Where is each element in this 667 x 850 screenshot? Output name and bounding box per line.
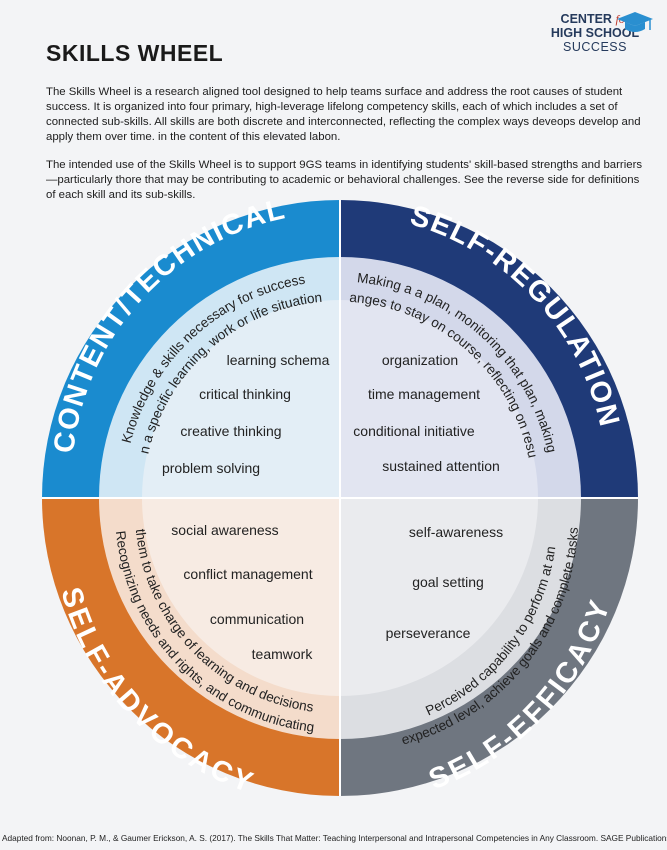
self-efficacy-inner xyxy=(340,498,538,696)
skill-problem-solving: problem solving xyxy=(162,460,260,476)
skill-social-awareness: social awareness xyxy=(171,522,278,538)
skill-organization: organization xyxy=(382,352,458,368)
logo-center: CENTER xyxy=(560,12,612,26)
skill-self-awareness: self-awareness xyxy=(409,524,503,540)
skill-communication: communication xyxy=(210,611,304,627)
graduation-cap-icon xyxy=(617,12,653,32)
skill-conflict-management: conflict management xyxy=(183,566,312,582)
logo-line-2: HIGH SCHOOL xyxy=(550,26,640,40)
content-technical-inner xyxy=(142,300,340,498)
skill-creative-thinking: creative thinking xyxy=(180,423,281,439)
intro-paragraph-2: The intended use of the Skills Wheel is … xyxy=(46,159,643,201)
page-title: SKILLS WHEEL xyxy=(46,40,224,66)
skill-critical-thinking: critical thinking xyxy=(199,386,291,402)
logo: CENTER for HIGH SCHOOL SUCCESS xyxy=(536,12,654,72)
self-advocacy-inner xyxy=(142,498,340,696)
skill-time-management: time management xyxy=(368,386,480,402)
skill-teamwork: teamwork xyxy=(252,646,314,662)
skill-sustained-attention: sustained attention xyxy=(382,458,500,474)
logo-line-3: SUCCESS xyxy=(563,40,627,54)
self-regulation-inner xyxy=(340,300,538,498)
skill-perseverance: perseverance xyxy=(386,625,471,641)
intro-paragraph-1: The Skills Wheel is a research aligned t… xyxy=(46,86,641,143)
skill-learning-schema: learning schema xyxy=(227,352,330,368)
footer-citation: Adapted from: Noonan, P. M., & Gaumer Er… xyxy=(2,833,667,843)
skill-conditional-initiative: conditional initiative xyxy=(353,423,475,439)
skill-goal-setting: goal setting xyxy=(412,574,484,590)
